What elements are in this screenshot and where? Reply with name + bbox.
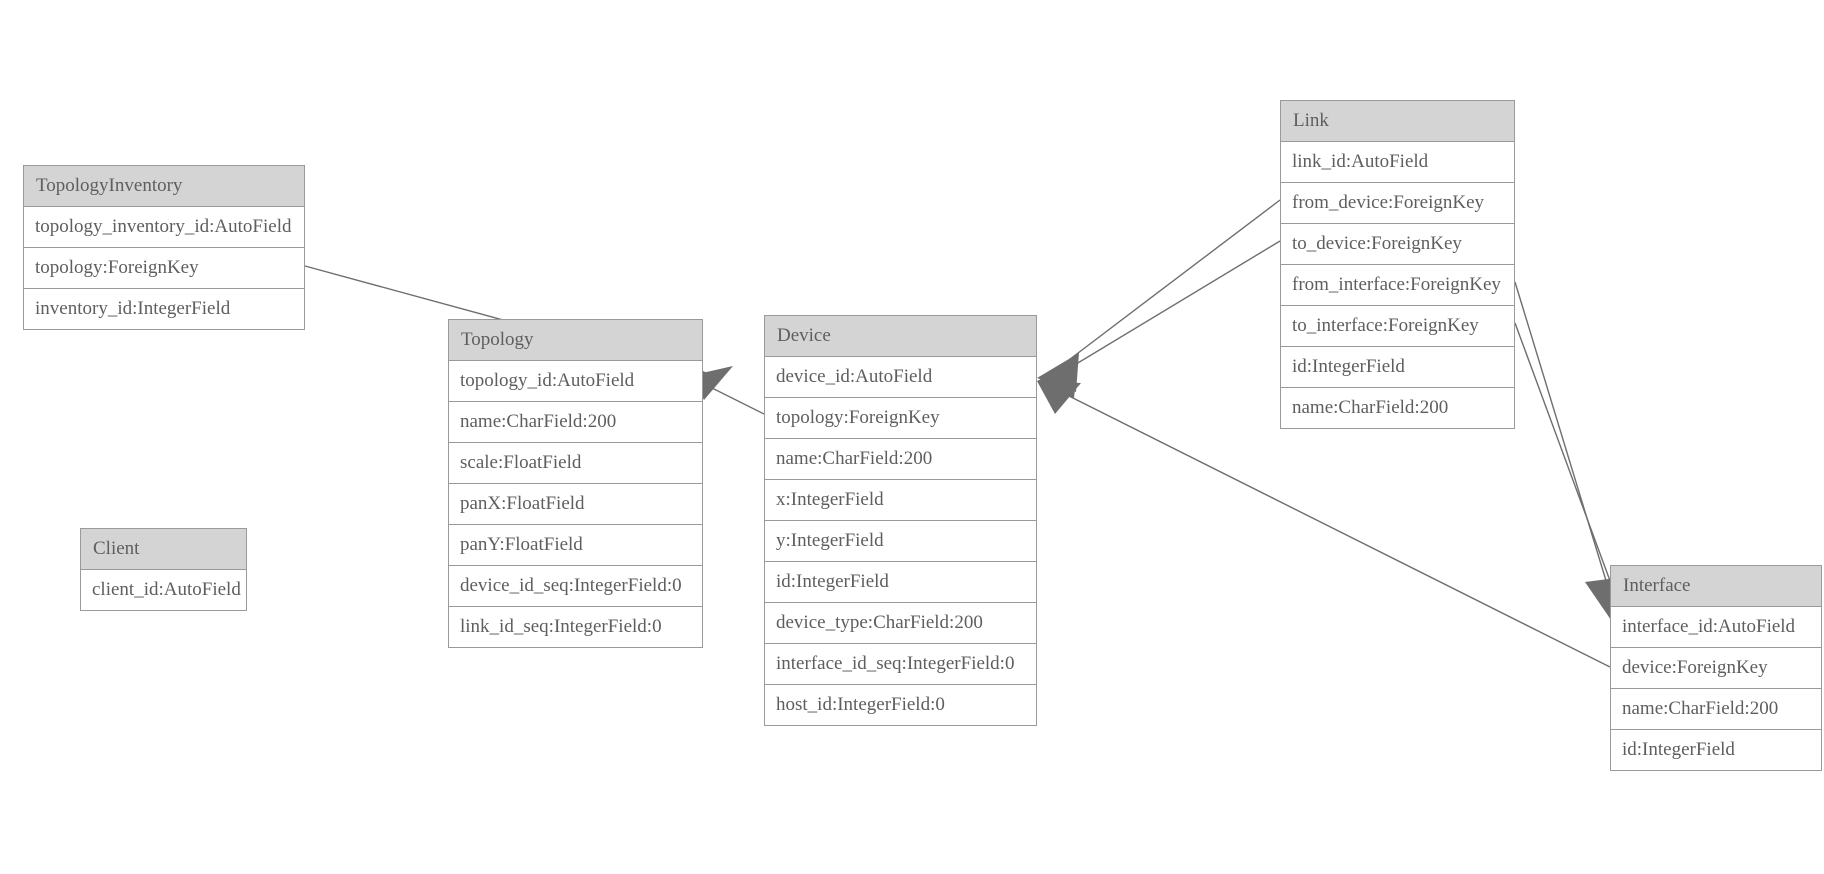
- entity-field-row: name:CharField:200: [765, 439, 1036, 480]
- arrowhead-icon: [1037, 353, 1079, 392]
- arrowhead-icon: [1037, 381, 1081, 414]
- entity-field-row: id:IntegerField: [1611, 730, 1821, 771]
- arrowhead-icon: [1037, 361, 1078, 398]
- entity-field-row: panY:FloatField: [449, 525, 702, 566]
- entity-field-row: to_device:ForeignKey: [1281, 224, 1514, 265]
- edge-link-to-interface: [1514, 322, 1624, 620]
- entity-field-row: link_id_seq:IntegerField:0: [449, 607, 702, 648]
- entity-title-client: Client: [81, 529, 246, 570]
- entity-title-topology: Topology: [449, 320, 702, 361]
- edge-link-from-device: [1037, 199, 1281, 392]
- entity-field-row: inventory_id:IntegerField: [24, 289, 304, 330]
- entity-field-row: y:IntegerField: [765, 521, 1036, 562]
- entity-field-row: name:CharField:200: [1281, 388, 1514, 429]
- entity-title-interface: Interface: [1611, 566, 1821, 607]
- entity-field-row: device_id:AutoField: [765, 357, 1036, 398]
- entity-field-row: device_id_seq:IntegerField:0: [449, 566, 702, 607]
- entity-field-row: topology_id:AutoField: [449, 361, 702, 402]
- entity-field-row: interface_id_seq:IntegerField:0: [765, 644, 1036, 685]
- entity-field-row: client_id:AutoField: [81, 570, 246, 611]
- entity-field-row: device_type:CharField:200: [765, 603, 1036, 644]
- entity-field-row: from_device:ForeignKey: [1281, 183, 1514, 224]
- entity-title-topologyinventory: TopologyInventory: [24, 166, 304, 207]
- entity-field-row: from_interface:ForeignKey: [1281, 265, 1514, 306]
- entity-field-row: name:CharField:200: [449, 402, 702, 443]
- entity-field-row: topology:ForeignKey: [765, 398, 1036, 439]
- entity-field-row: id:IntegerField: [765, 562, 1036, 603]
- edge-link-to-device: [1037, 240, 1281, 398]
- edge-link-from-interface: [1514, 281, 1612, 598]
- entity-field-row: link_id:AutoField: [1281, 142, 1514, 183]
- entity-field-row: host_id:IntegerField:0: [765, 685, 1036, 726]
- entity-field-row: device:ForeignKey: [1611, 648, 1821, 689]
- entity-field-row: topology:ForeignKey: [24, 248, 304, 289]
- entity-field-row: panX:FloatField: [449, 484, 702, 525]
- entity-title-device: Device: [765, 316, 1036, 357]
- entity-field-row: x:IntegerField: [765, 480, 1036, 521]
- entity-title-link: Link: [1281, 101, 1514, 142]
- entity-field-row: topology_inventory_id:AutoField: [24, 207, 304, 248]
- entity-field-row: name:CharField:200: [1611, 689, 1821, 730]
- entity-field-row: to_interface:ForeignKey: [1281, 306, 1514, 347]
- entity-field-row: id:IntegerField: [1281, 347, 1514, 388]
- entity-field-row: interface_id:AutoField: [1611, 607, 1821, 648]
- entity-field-row: scale:FloatField: [449, 443, 702, 484]
